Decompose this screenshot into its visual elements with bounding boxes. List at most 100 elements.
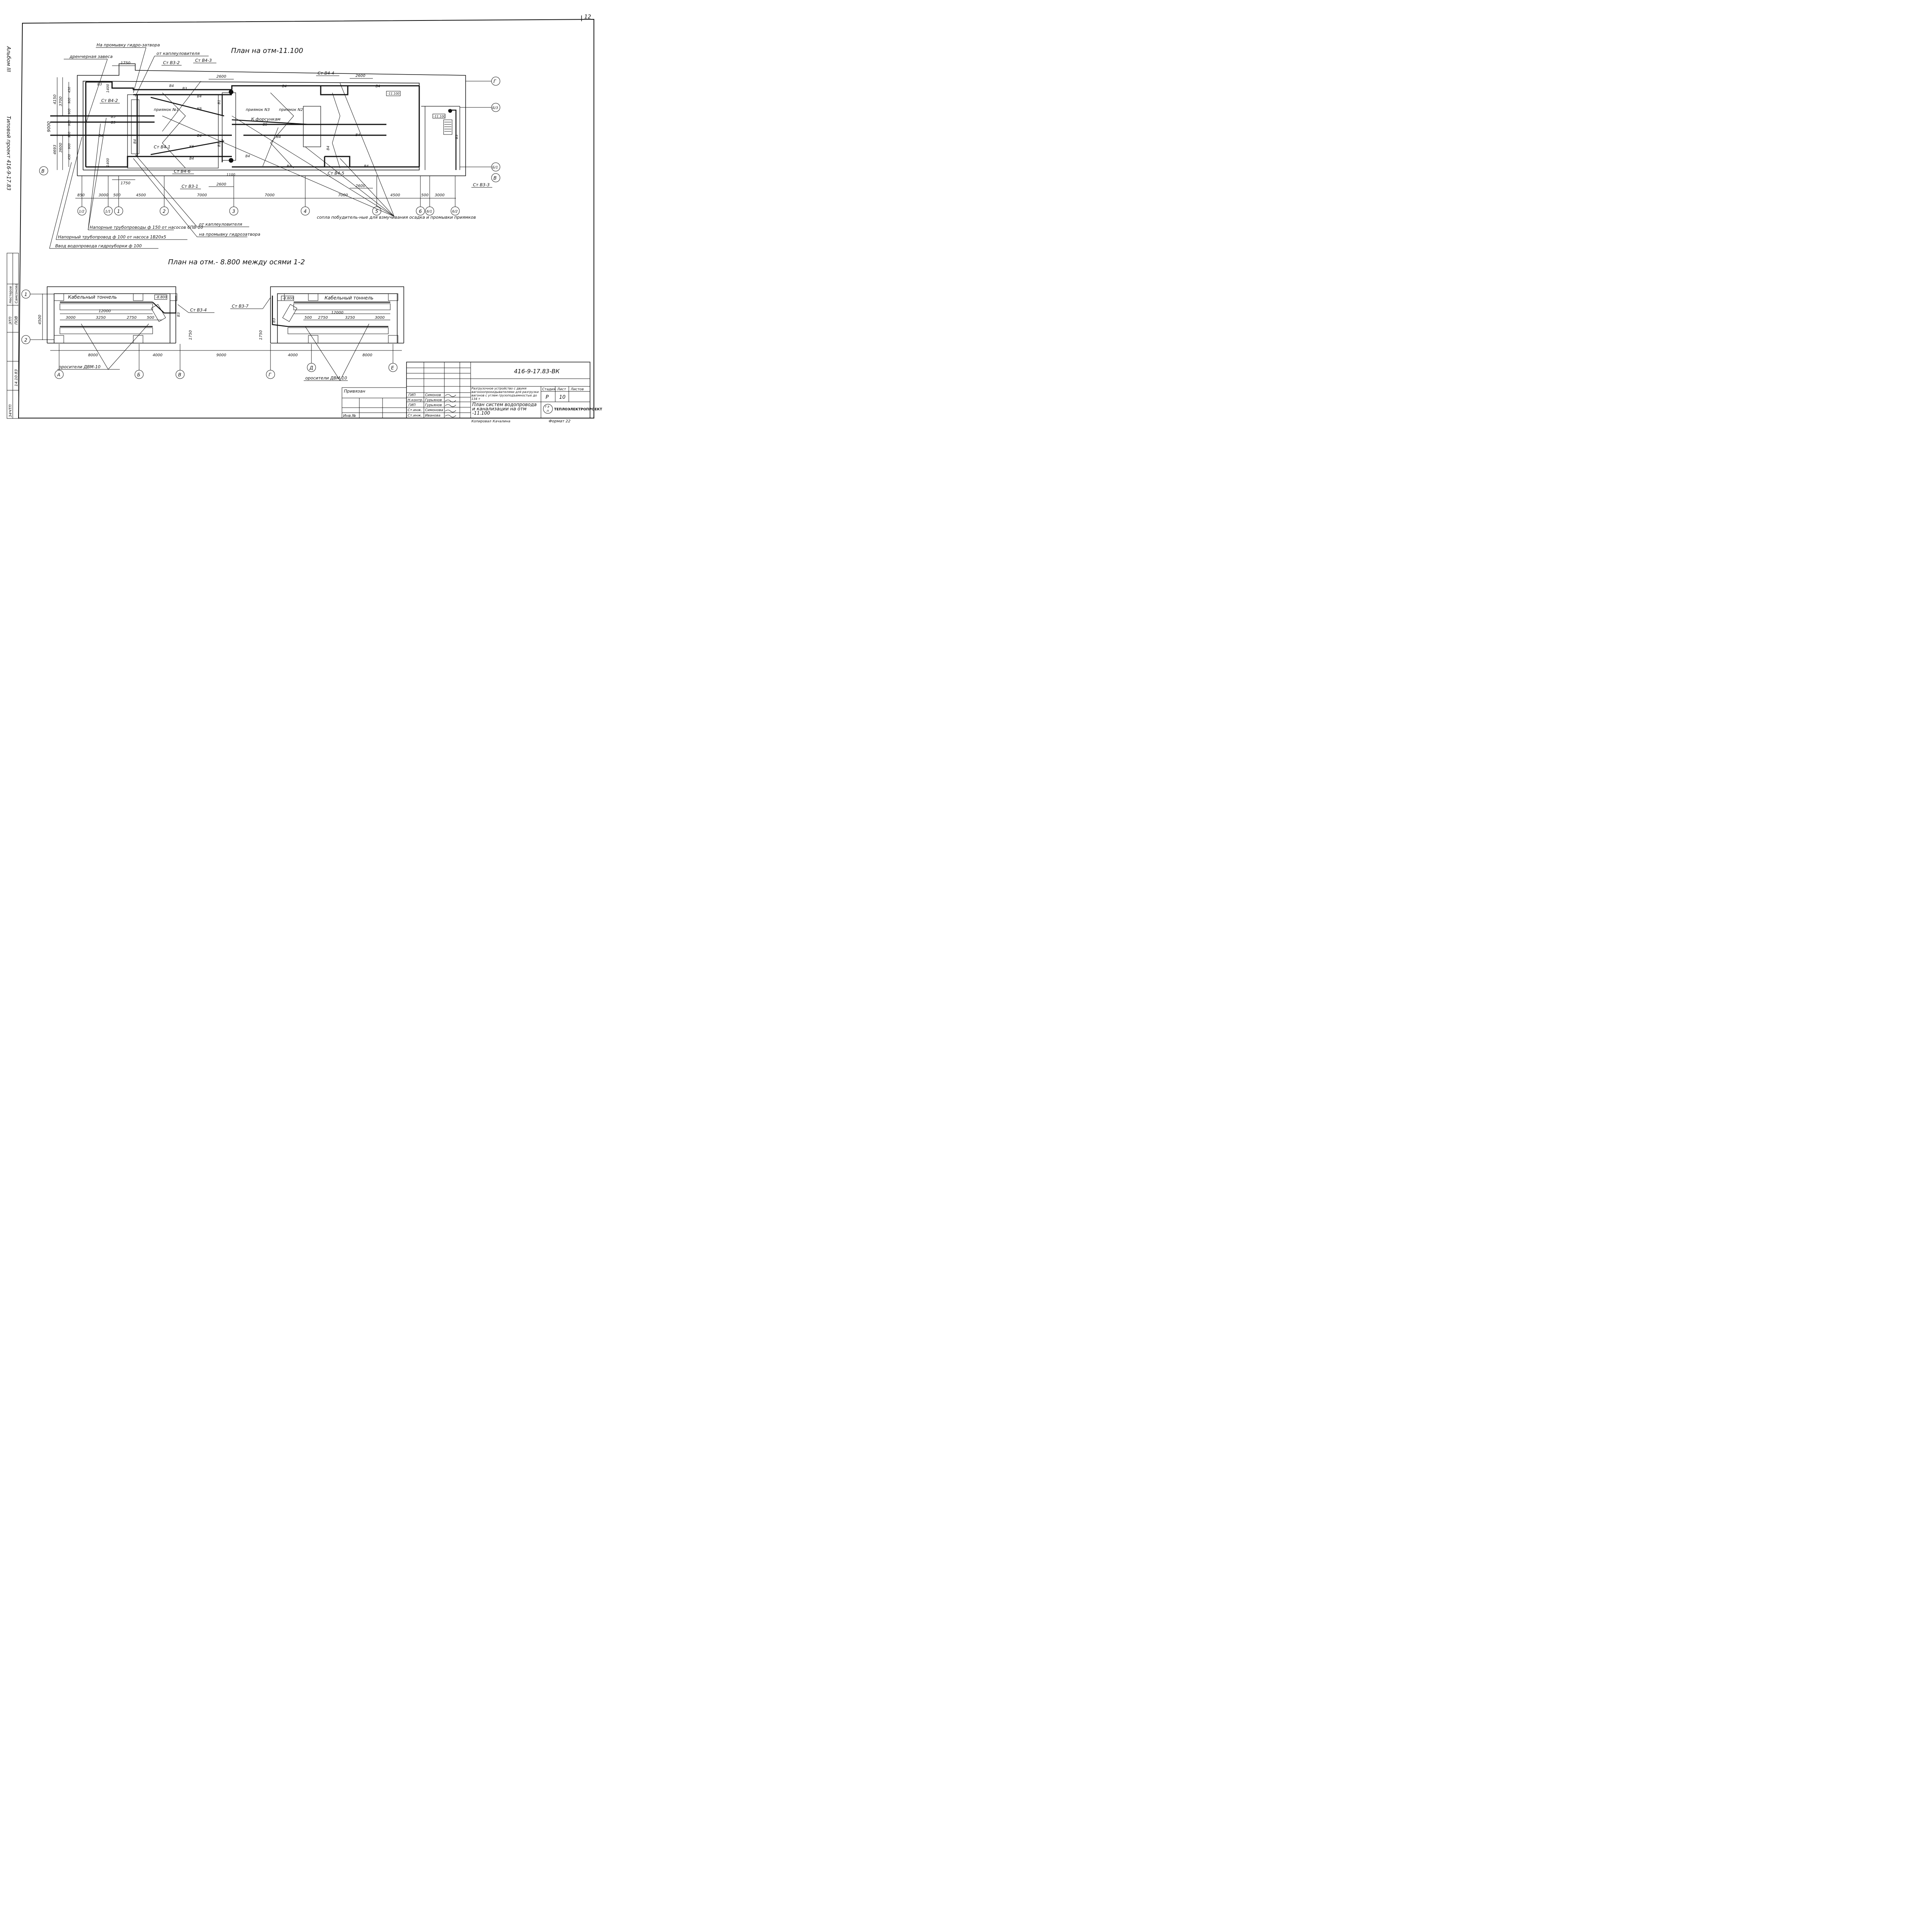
sheet-title: План систем водопровода и канализации на… [472, 403, 537, 416]
top-plan-axes: В Г Б/3 Б/1 В 1/2 1/1 1 2 3 4 5 6 6/1 6/… [39, 77, 500, 216]
top-plan-dimensions: 1750 2600 2600 4150 3700 9000 4693 3600 … [46, 61, 456, 207]
svg-text:1400: 1400 [106, 84, 110, 93]
svg-text:приямок №1: приямок №1 [154, 108, 179, 112]
drawing-canvas: 12 Альбом III Типовой проект 416-9-17.83… [5, 14, 602, 423]
svg-text:Ст В4-6: Ст В4-6 [174, 169, 190, 174]
svg-text:1750: 1750 [189, 330, 193, 340]
svg-text:900: 900 [68, 98, 71, 104]
svg-text:ГИП: ГИП [408, 393, 416, 397]
svg-text:Привязан: Привязан [344, 389, 365, 394]
svg-text:Ст В3-4: Ст В3-4 [190, 308, 207, 313]
svg-text:34ЧТП: 34ЧТП [9, 404, 13, 417]
svg-text:Ст В4-1: Ст В4-1 [154, 145, 170, 150]
svg-text:В4: В4 [189, 157, 194, 161]
svg-text:Ст.инж.: Ст.инж. [408, 414, 422, 418]
svg-text:900: 900 [68, 143, 71, 149]
svg-text:В4: В4 [245, 155, 250, 158]
svg-text:А: А [57, 372, 60, 378]
svg-text:-8.800: -8.800 [282, 297, 294, 301]
svg-text:1/1: 1/1 [105, 210, 111, 214]
svg-text:Б/3: Б/3 [492, 106, 498, 110]
svg-text:5: 5 [375, 209, 378, 214]
svg-text:Гурьянов: Гурьянов [425, 403, 442, 407]
svg-text:4150: 4150 [53, 95, 57, 104]
svg-text:В3: В3 [97, 83, 102, 87]
svg-text:3700: 3700 [59, 97, 63, 106]
svg-text:Ст В3-3: Ст В3-3 [473, 182, 490, 187]
svg-text:Стадия: Стадия [542, 388, 556, 391]
svg-text:В: В [178, 372, 181, 378]
svg-text:ГИП: ГИП [408, 403, 416, 407]
svg-text:приямок N2: приямок N2 [279, 108, 303, 112]
svg-text:В5: В5 [111, 115, 116, 119]
svg-text:Симонов: Симонов [425, 393, 441, 397]
svg-text:3600: 3600 [59, 143, 63, 153]
svg-text:4693: 4693 [53, 145, 57, 155]
svg-text:Кабельный тоннель: Кабельный тоннель [325, 295, 373, 301]
svg-text:В4: В4 [364, 165, 369, 168]
svg-text:3250: 3250 [345, 316, 355, 320]
svg-text:оросители ДВМ-10: оросители ДВМ-10 [59, 364, 100, 369]
svg-text:1: 1 [117, 209, 120, 214]
svg-text:Г: Г [493, 79, 497, 84]
svg-text:Е: Е [391, 365, 394, 371]
svg-text:10: 10 [559, 395, 566, 400]
svg-text:7000: 7000 [338, 193, 348, 197]
svg-text:В4: В4 [327, 146, 330, 150]
svg-text:2600: 2600 [355, 74, 365, 78]
svg-text:Напорный трубопровод ф 100 от: Напорный трубопровод ф 100 от насоса 1В2… [58, 235, 166, 240]
svg-text:9000: 9000 [46, 121, 51, 132]
svg-text:500: 500 [147, 316, 154, 320]
svg-text:ПОВ: ПОВ [14, 316, 19, 325]
svg-text:900: 900 [68, 109, 71, 114]
svg-text:12000: 12000 [99, 309, 111, 313]
svg-text:Ст В3-7: Ст В3-7 [232, 304, 248, 309]
svg-text:сопла побудитель-ные для взмуч: сопла побудитель-ные для взмучивания оса… [317, 215, 476, 220]
svg-text:В4: В4 [287, 165, 291, 168]
svg-text:2750: 2750 [127, 316, 136, 320]
svg-text:В4: В4 [376, 85, 380, 88]
bottom-plan-title: План на отм.- 8.800 между осями 1-2 [168, 258, 305, 266]
svg-text:14.10.83: 14.10.83 [14, 369, 19, 386]
svg-text:7000: 7000 [197, 193, 207, 197]
svg-text:3000: 3000 [435, 193, 444, 197]
svg-text:2750: 2750 [318, 316, 328, 320]
svg-text:оросители ДВМ-10: оросители ДВМ-10 [305, 376, 347, 381]
drawing-code: 416-9-17.83-ВК [514, 368, 560, 375]
svg-text:Напорные трубопроводы ф 150 от: Напорные трубопроводы ф 150 от насосов 6… [90, 225, 203, 230]
svg-text:Самсонова: Самсонова [15, 284, 19, 303]
svg-text:2600: 2600 [355, 184, 365, 188]
svg-text:К6: К6 [197, 107, 202, 111]
svg-text:2: 2 [163, 209, 166, 214]
svg-text:К6: К6 [189, 145, 194, 149]
svg-text:Ст В4-5: Ст В4-5 [328, 171, 344, 176]
svg-text:на промывку гидрозатвора: на промывку гидрозатвора [199, 232, 260, 237]
svg-text:450: 450 [68, 87, 71, 93]
sheet-number: 12 [584, 14, 591, 20]
label-ot-kapleulovitelya: от каплеуловителя [156, 51, 200, 56]
svg-text:2600: 2600 [216, 182, 226, 187]
svg-text:В4: В4 [133, 139, 137, 144]
svg-text:1400: 1400 [106, 158, 110, 167]
sheet-frame: 12 [18, 14, 594, 418]
svg-text:-11.100: -11.100 [388, 92, 400, 95]
top-plan-title: План на отм-11.100 [231, 47, 303, 55]
org-logo-icon: Т Э [545, 405, 549, 408]
svg-text:П: П [547, 410, 549, 413]
svg-text:500: 500 [304, 316, 312, 320]
svg-text:Б: Б [137, 372, 140, 378]
svg-text:от каплеуловителя: от каплеуловителя [199, 222, 242, 227]
svg-text:6: 6 [419, 209, 422, 214]
bottom-plan-labels: Кабельный тоннель Кабельный тоннель -8.8… [57, 294, 373, 381]
svg-text:4000: 4000 [153, 353, 162, 357]
svg-text:Лист: Лист [557, 388, 566, 391]
svg-text:Симонова: Симонова [425, 408, 443, 412]
svg-text:-8.800: -8.800 [156, 296, 167, 299]
svg-text:В4: В4 [276, 135, 281, 139]
svg-text:850: 850 [77, 193, 85, 197]
svg-text:В4: В4 [355, 133, 360, 137]
svg-text:1: 1 [24, 292, 27, 297]
svg-text:В3: В3 [455, 134, 459, 139]
svg-text:4500: 4500 [390, 193, 400, 197]
bottom-plan-dimensions: 4500 12000 12000 3000 3250 2750 500 500 … [38, 294, 402, 370]
